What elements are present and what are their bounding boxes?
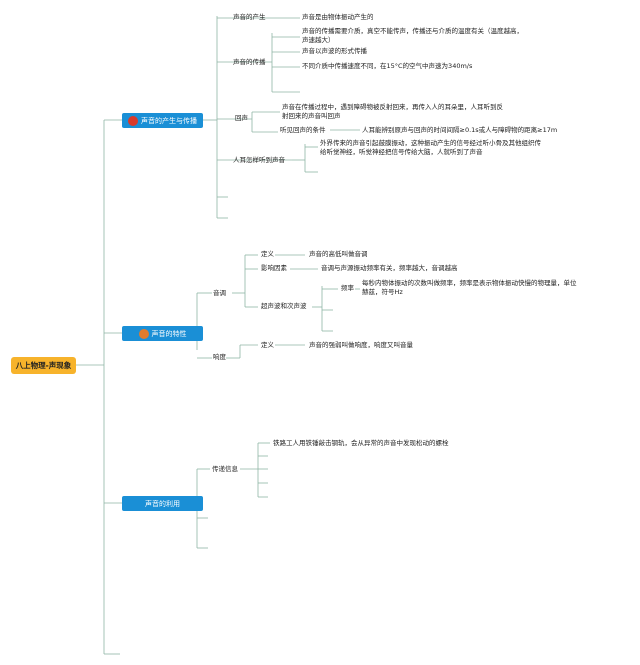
node-hearing[interactable]: 人耳怎样听到声音 — [233, 156, 285, 164]
orange-circle-icon — [138, 328, 149, 339]
note-frequency: 每秒内物体振动的次数叫做频率，频率是表示物体振动快慢的物理量，单位赫兹，符号Hz — [362, 279, 577, 296]
node-loudness[interactable]: 响度 — [213, 353, 226, 361]
topic-sound-properties[interactable]: 声音的特性 — [122, 326, 203, 341]
topic-label: 声音的特性 — [151, 329, 187, 338]
node-pitch[interactable]: 音调 — [213, 289, 226, 297]
red-circle-icon — [128, 115, 138, 126]
node-pitch-factor[interactable]: 影响因素 — [261, 264, 287, 272]
node-production[interactable]: 声音的产生 — [233, 13, 266, 21]
node-loudness-definition[interactable]: 定义 — [261, 341, 274, 349]
note-loudness-definition: 声音的强弱叫做响度，响度又叫音量 — [309, 341, 413, 349]
node-ultrasound-infrasound[interactable]: 超声波和次声波 — [261, 302, 307, 310]
node-transmit-info[interactable]: 传递信息 — [212, 465, 238, 473]
note-propagation-wave: 声音以声波的形式传播 — [302, 47, 367, 55]
node-frequency[interactable]: 频率 — [341, 284, 354, 292]
note-pitch-factor: 音调与声源振动频率有关，频率越大，音调越高 — [321, 264, 458, 272]
node-echo[interactable]: 回声 — [235, 114, 248, 122]
note-pitch-definition: 声音的高低叫做音调 — [309, 250, 368, 258]
note-production: 声音是由物体振动产生的 — [302, 13, 374, 21]
node-echo-condition[interactable]: 听见回声的条件 — [280, 126, 326, 134]
topic-sound-production-propagation[interactable]: 声音的产生与传播 — [122, 113, 203, 128]
node-pitch-definition[interactable]: 定义 — [261, 250, 274, 258]
topic-label: 声音的产生与传播 — [141, 116, 197, 125]
topic-label: 声音的利用 — [145, 499, 180, 508]
note-echo: 声音在传播过程中，遇到障碍物被反射回来，再传入人的耳朵里，人耳听到反射回来的声音… — [282, 103, 503, 120]
node-propagation[interactable]: 声音的传播 — [233, 58, 266, 66]
note-hearing: 外界传来的声音引起鼓膜振动，这种振动产生的信号经过听小骨及其他组织传给听觉神经，… — [320, 139, 541, 156]
note-transmit-info: 铁路工人用铁锤敲击钢轨，会从异常的声音中发现松动的螺栓 — [273, 439, 449, 447]
note-propagation-speed: 不同介质中传播速度不同，在15°C的空气中声速为340m/s — [302, 62, 473, 70]
topic-sound-uses[interactable]: 声音的利用 — [122, 496, 203, 511]
note-echo-condition: 人耳能辨别原声与回声的时间间隔≥0.1s或人与障碍物的距离≥17m — [362, 126, 558, 134]
note-propagation-medium: 声音的传播需要介质，真空不能传声，传播还与介质的温度有关（温度越高，声速越大） — [302, 27, 523, 44]
root-node[interactable]: 八上物理-声现象 — [11, 357, 76, 374]
